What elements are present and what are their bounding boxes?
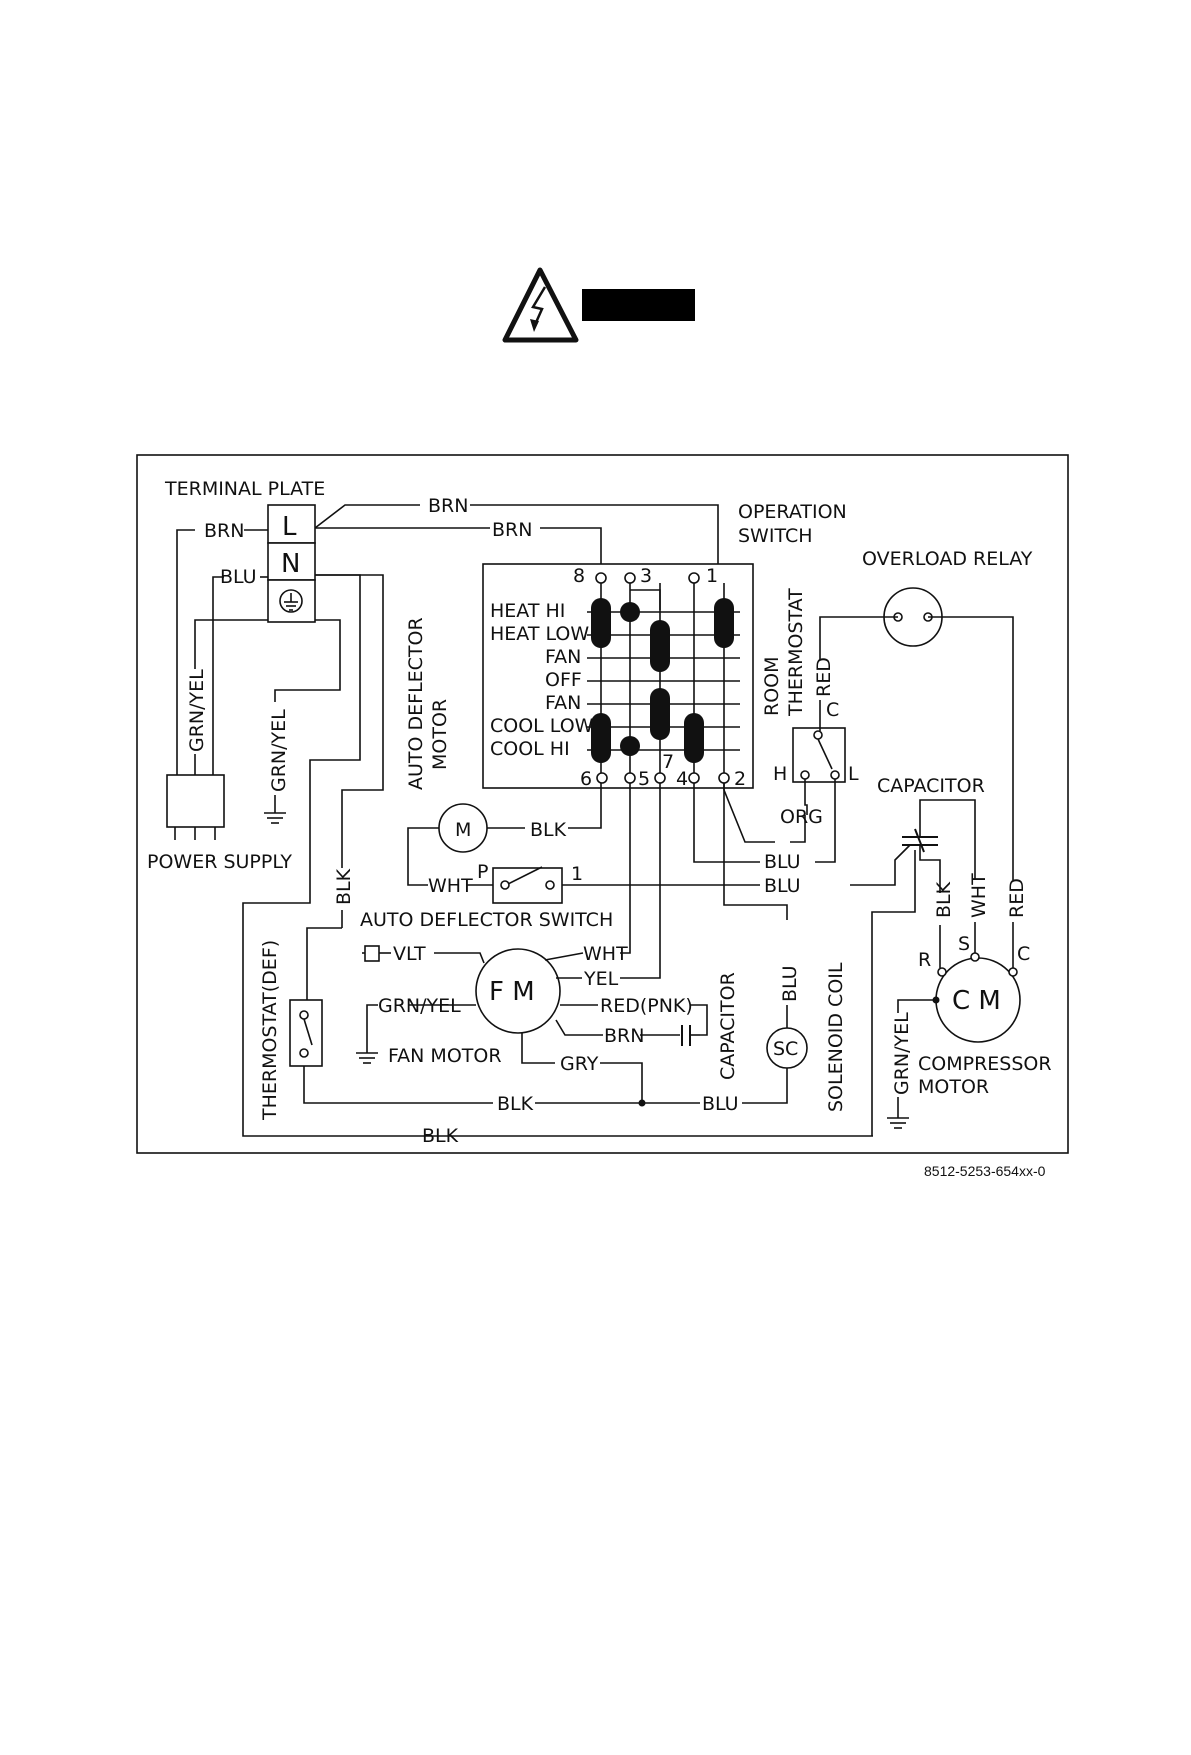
auto-deflector-motor-label-2: MOTOR <box>429 699 451 770</box>
fan-motor-symbol: F M <box>489 977 535 1007</box>
ground-symbol-icon <box>264 812 286 824</box>
wire-label-red-comp: RED <box>1006 878 1028 918</box>
wire-label-brn-mid: BRN <box>492 519 532 541</box>
wire-label-red-pnk: RED(PNK) <box>600 995 693 1017</box>
diagram-frame <box>136 454 1069 1154</box>
auto-deflector-switch-p: P <box>477 861 488 883</box>
compressor-label-2: MOTOR <box>918 1076 989 1098</box>
operation-switch-title-2: SWITCH <box>738 525 813 547</box>
auto-deflector-switch <box>492 866 563 904</box>
op-terminal-5: 5 <box>638 768 650 790</box>
op-row-cool-hi: COOL HI <box>490 738 740 760</box>
warning-label-bar <box>582 289 695 321</box>
capacitor-label: CAPACITOR <box>877 775 985 797</box>
wire-label-blk-bottom: BLK <box>422 1125 459 1147</box>
room-thermostat-l: L <box>848 763 859 785</box>
op-row-off: OFF <box>545 669 740 691</box>
ground-terminal-icon <box>279 589 303 613</box>
wire-label-org: ORG <box>780 806 823 828</box>
electrical-hazard-triangle-icon <box>502 267 579 343</box>
wire-label-wht-fan: WHT <box>583 943 628 965</box>
wire-label-grnyel-comp: GRN/YEL <box>891 1012 913 1095</box>
room-thermostat-h: H <box>773 763 787 785</box>
room-thermostat-label-1: ROOM <box>761 656 783 716</box>
op-terminal-4: 4 <box>676 768 688 790</box>
fan-capacitor-label: CAPACITOR <box>717 972 739 1080</box>
solenoid-symbol: SC <box>773 1038 798 1060</box>
op-terminal-7: 7 <box>662 751 674 773</box>
terminal-plate: L N <box>267 504 316 623</box>
compressor-motor: C M <box>935 957 1021 1043</box>
wire-label-wht-deflector: WHT <box>428 875 473 897</box>
wire-label-blk-deflector: BLK <box>530 819 567 841</box>
wire-label-gry: GRY <box>560 1053 599 1075</box>
overload-relay-label: OVERLOAD RELAY <box>862 548 1033 570</box>
wire-label-blk-main: BLK <box>333 868 355 905</box>
terminal-n: N <box>281 549 300 579</box>
fan-capacitor <box>681 1025 691 1046</box>
wire-label-brn-fan: BRN <box>604 1025 644 1047</box>
op-terminal-3: 3 <box>640 565 652 587</box>
compressor-ground-symbol-icon <box>887 1117 909 1129</box>
wire-label-grnyel-ground: GRN/YEL <box>268 709 290 792</box>
fan-motor-label: FAN MOTOR <box>388 1045 502 1067</box>
auto-deflector-motor-symbol: M <box>455 819 471 841</box>
op-row-label-cool-low: COOL LOW <box>490 715 594 737</box>
auto-deflector-switch-1: 1 <box>571 863 583 885</box>
compressor-s: S <box>958 933 970 955</box>
compressor-r: R <box>918 949 931 971</box>
thermostat-def <box>289 999 323 1067</box>
op-row-label-cool-hi: COOL HI <box>490 738 570 760</box>
wire-label-grnyel-fan: GRN/YEL <box>378 995 461 1017</box>
compressor-label-1: COMPRESSOR <box>918 1053 1052 1075</box>
wire-label-red-relay: RED <box>813 657 835 697</box>
wire-label-yel-fan: YEL <box>583 968 619 990</box>
solenoid-coil-label: SOLENOID COIL <box>825 962 847 1112</box>
op-row-label-off: OFF <box>545 669 582 691</box>
op-row-label-heat-hi: HEAT HI <box>490 600 565 622</box>
auto-deflector-switch-label: AUTO DEFLECTOR SWITCH <box>360 909 613 931</box>
wire-label-wht-comp: WHT <box>968 873 990 918</box>
op-row-label-fan-1: FAN <box>545 646 581 668</box>
wire-label-vlt: VLT <box>393 943 426 965</box>
op-row-label-heat-low: HEAT LOW <box>490 623 589 645</box>
room-thermostat <box>792 727 846 783</box>
wire-label-blk-comp: BLK <box>933 881 955 918</box>
op-row-label-fan-2: FAN <box>545 692 581 714</box>
compressor-symbol: C M <box>952 986 1001 1016</box>
wire-label-brn-top: BRN <box>428 495 468 517</box>
thermostat-def-label: THERMOSTAT(DEF) <box>259 940 281 1121</box>
wire-label-blu-solenoid: BLU <box>779 965 801 1002</box>
wire-label-brn-ps: BRN <box>204 520 244 542</box>
fan-motor: F M <box>475 948 561 1034</box>
terminal-plate-label: TERMINAL PLATE <box>164 478 325 500</box>
room-thermostat-label-2: THERMOSTAT <box>785 588 807 717</box>
op-terminal-2: 2 <box>734 768 746 790</box>
operation-switch-title-1: OPERATION <box>738 501 847 523</box>
wire-label-blk-def: BLK <box>497 1093 534 1115</box>
op-terminal-1: 1 <box>706 565 718 587</box>
auto-deflector-motor-label-1: AUTO DEFLECTOR <box>405 617 427 790</box>
auto-deflector-motor: M <box>438 803 488 853</box>
document-number: 8512-5253-654xx-0 <box>924 1163 1046 1179</box>
op-terminal-6: 6 <box>580 768 592 790</box>
wire-label-blu-deflector: BLU <box>764 875 801 897</box>
compressor-c: C <box>1017 943 1030 965</box>
room-thermostat-c: C <box>826 699 839 721</box>
wire-label-grnyel-ps: GRN/YEL <box>186 669 208 752</box>
power-supply-box <box>166 774 225 828</box>
terminal-l: L <box>282 512 297 542</box>
power-supply-label: POWER SUPPLY <box>147 851 292 873</box>
plug-connector-icon <box>362 945 391 962</box>
wire-label-blu-thermo: BLU <box>764 851 801 873</box>
solenoid-coil: SC <box>766 1027 808 1069</box>
op-switch-contacts <box>591 598 734 763</box>
wire-label-blu-ps: BLU <box>220 566 257 588</box>
fan-ground-symbol-icon <box>356 1052 378 1064</box>
op-terminal-8: 8 <box>573 565 585 587</box>
wire-label-blu-bottom: BLU <box>702 1093 739 1115</box>
